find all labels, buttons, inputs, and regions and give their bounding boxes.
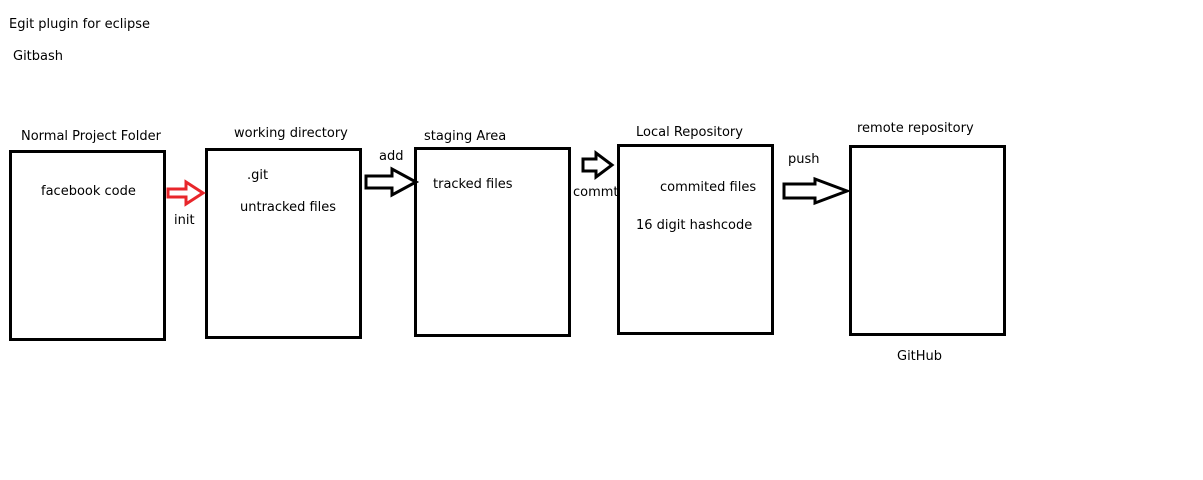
stage-box-staging-area: [414, 147, 571, 337]
stage-title-remote-repository: remote repository: [857, 121, 974, 136]
arrow-commt: [581, 150, 615, 180]
transition-label-commt: commt: [573, 185, 619, 200]
stage-content-commited-files: commited files: [660, 180, 757, 195]
stage-box-normal-project-folder: [9, 150, 166, 341]
stage-title-working-directory: working directory: [234, 126, 348, 141]
stage-box-remote-repository: [849, 145, 1006, 336]
transition-label-push: push: [788, 152, 820, 167]
stage-title-normal-project-folder: Normal Project Folder: [21, 129, 161, 144]
note-egit-plugin: Egit plugin for eclipse: [9, 17, 151, 32]
stage-box-local-repository: [617, 144, 774, 335]
arrow-add: [364, 166, 420, 198]
arrow-init: [166, 179, 206, 207]
stage-content-untracked-files: untracked files: [240, 200, 337, 215]
stage-content-hashcode: 16 digit hashcode: [636, 218, 753, 233]
stage-content-dot-git: .git: [247, 168, 269, 183]
stage-title-local-repository: Local Repository: [636, 125, 743, 140]
note-gitbash: Gitbash: [13, 49, 64, 64]
stage-footer-github: GitHub: [897, 349, 943, 364]
arrow-push: [782, 176, 852, 206]
transition-label-init: init: [174, 213, 195, 228]
stage-box-working-directory: [205, 148, 362, 339]
transition-label-add: add: [379, 149, 404, 164]
stage-content-tracked-files: tracked files: [433, 177, 513, 192]
stage-content-facebook-code: facebook code: [41, 184, 136, 199]
stage-title-staging-area: staging Area: [424, 129, 507, 144]
